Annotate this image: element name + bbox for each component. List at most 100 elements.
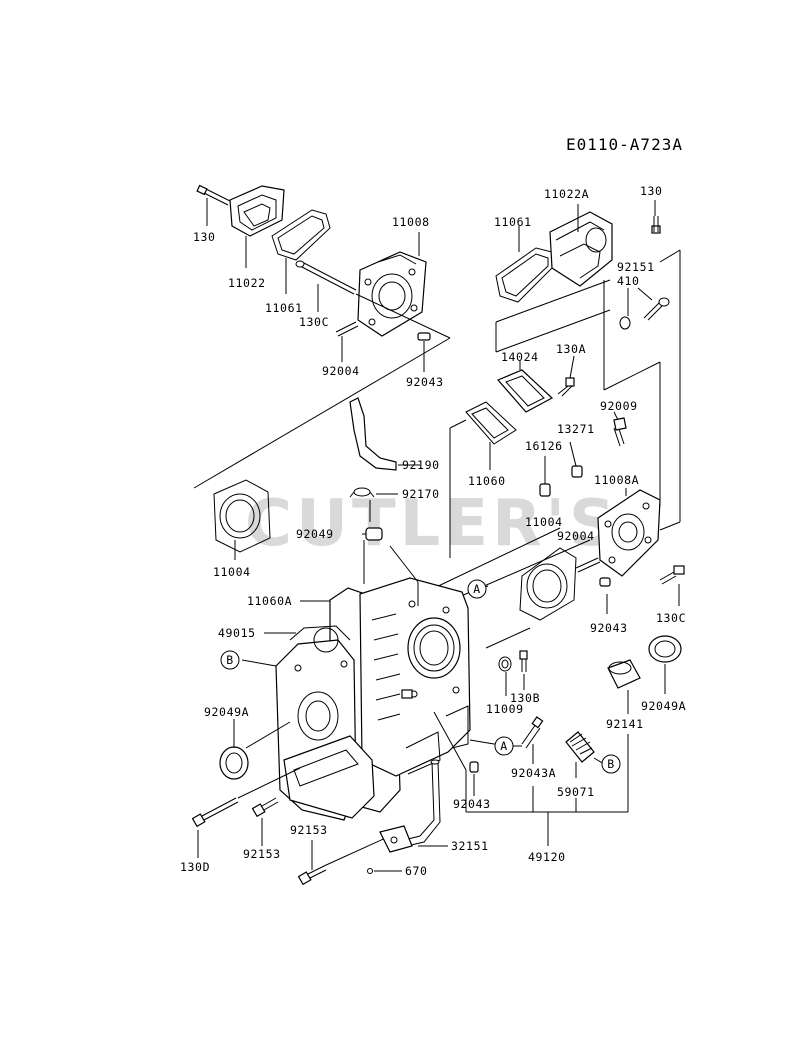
label-130b: 130B <box>510 691 540 705</box>
gasket-11004-left-shape <box>213 479 271 560</box>
head-cover-11022a-shape <box>549 211 613 287</box>
screw-92151-shape <box>643 297 670 321</box>
label-13271: 13271 <box>557 422 595 436</box>
label-92190: 92190 <box>402 458 440 472</box>
label-49015: 49015 <box>218 626 256 640</box>
label-130-right: 130 <box>640 184 663 198</box>
label-92009: 92009 <box>600 399 638 413</box>
label-14024: 14024 <box>501 350 539 364</box>
label-11022: 11022 <box>228 276 266 290</box>
label-11004-left: 11004 <box>213 565 251 579</box>
bolt-130-right-shape <box>651 216 661 234</box>
screw-92043a-shape <box>521 716 544 749</box>
label-92043-bottom: 92043 <box>453 797 491 811</box>
part-16126-shape <box>539 483 551 497</box>
callout-a-upper-label: A <box>473 582 481 596</box>
seal-92049-shape <box>362 527 383 541</box>
washer-11009-shape <box>498 656 512 672</box>
lower-left-group <box>191 711 629 886</box>
cylinder-head-11008a-shape <box>597 489 661 577</box>
callout-a-lower: A <box>494 736 514 756</box>
label-11008: 11008 <box>392 215 430 229</box>
label-92151: 92151 <box>617 260 655 274</box>
gasket-11004-right-shape <box>519 547 577 621</box>
callout-a-lower-label: A <box>500 739 508 753</box>
label-11061-left: 11061 <box>265 301 303 315</box>
bolt-92153-b-shape <box>297 865 327 886</box>
gasket-11061-left-shape <box>271 209 331 261</box>
head-cover-11022-shape <box>229 185 285 237</box>
label-92049a-left: 92049A <box>204 705 249 719</box>
label-92043a: 92043A <box>511 766 556 780</box>
callout-b-right-label: B <box>607 757 615 771</box>
label-130a: 130A <box>556 342 586 356</box>
bolt-130-top-shape <box>196 184 231 206</box>
gasket-11060-shape <box>465 401 517 445</box>
callout-b-left: B <box>220 650 240 670</box>
gasket-11061-right-shape <box>495 247 555 303</box>
o-ring-410-shape <box>619 316 631 330</box>
callout-b-right: B <box>601 754 621 774</box>
label-670: 670 <box>405 864 428 878</box>
hose-group <box>349 397 420 522</box>
stud-92004-top-shape <box>335 321 359 337</box>
label-92043-top: 92043 <box>406 375 444 389</box>
label-11060: 11060 <box>468 474 506 488</box>
part-13271-shape <box>571 465 583 478</box>
label-11004-right: 11004 <box>525 515 563 529</box>
stud-92004-right-shape <box>575 557 601 573</box>
seal-92049a-right-shape <box>648 635 682 663</box>
label-130c-top: 130C <box>299 315 329 329</box>
watermark-text: CUTLER'S <box>245 487 619 561</box>
label-130-top: 130 <box>193 230 216 244</box>
part-92141-shape <box>607 659 641 689</box>
cover-14024-shape <box>496 369 554 413</box>
bolt-130b-shape <box>519 650 528 672</box>
callout-b-left-label: B <box>226 653 234 667</box>
bolt-130a-shape <box>557 377 575 397</box>
bolt-130d-shape <box>191 797 239 828</box>
label-11060a: 11060A <box>247 594 292 608</box>
label-11022a: 11022A <box>544 187 589 201</box>
label-11008a: 11008A <box>594 473 639 487</box>
label-92004-top: 92004 <box>322 364 360 378</box>
cylinder-head-left-group <box>193 184 451 489</box>
label-59071: 59071 <box>557 785 595 799</box>
clamp-92170-shape <box>349 487 375 498</box>
label-130d: 130D <box>180 860 210 874</box>
seal-92049a-left-shape <box>219 746 249 780</box>
bolt-92153-a-shape <box>251 797 279 818</box>
tube-32151-shape <box>379 759 441 853</box>
label-92141: 92141 <box>606 717 644 731</box>
crankcase-group <box>241 540 528 821</box>
label-92170: 92170 <box>402 487 440 501</box>
stud-130c-shape <box>295 260 357 295</box>
label-410: 410 <box>617 274 640 288</box>
label-92153-a: 92153 <box>290 823 328 837</box>
label-32151: 32151 <box>451 839 489 853</box>
part-labels: 130 11022 11061 130C 11008 92004 92043 1… <box>180 184 686 878</box>
cylinder-head-right-group <box>429 200 685 714</box>
strainer-59071-shape <box>565 731 595 763</box>
pin-92043-right-shape <box>599 577 611 587</box>
label-49120: 49120 <box>528 850 566 864</box>
hose-92190-shape <box>349 397 397 471</box>
callout-a-upper: A <box>467 579 487 599</box>
cylinder-head-11008-shape <box>357 251 427 337</box>
label-130c-right: 130C <box>656 611 686 625</box>
bolt-130c-right-shape <box>659 565 685 585</box>
diagram-code: E0110-A723A <box>566 135 683 154</box>
screw-92009-shape <box>613 417 627 447</box>
label-11009: 11009 <box>486 702 524 716</box>
crankcase-block-shape <box>359 577 471 777</box>
pin-92043-bottom-shape <box>469 761 479 773</box>
label-92004-right: 92004 <box>557 529 595 543</box>
label-11061-right: 11061 <box>494 215 532 229</box>
label-92153-b: 92153 <box>243 847 281 861</box>
label-92049: 92049 <box>296 527 334 541</box>
ring-670-shape <box>367 868 402 874</box>
label-92043-right: 92043 <box>590 621 628 635</box>
pin-92043-top-shape <box>417 332 431 341</box>
label-92049a-right: 92049A <box>641 699 686 713</box>
